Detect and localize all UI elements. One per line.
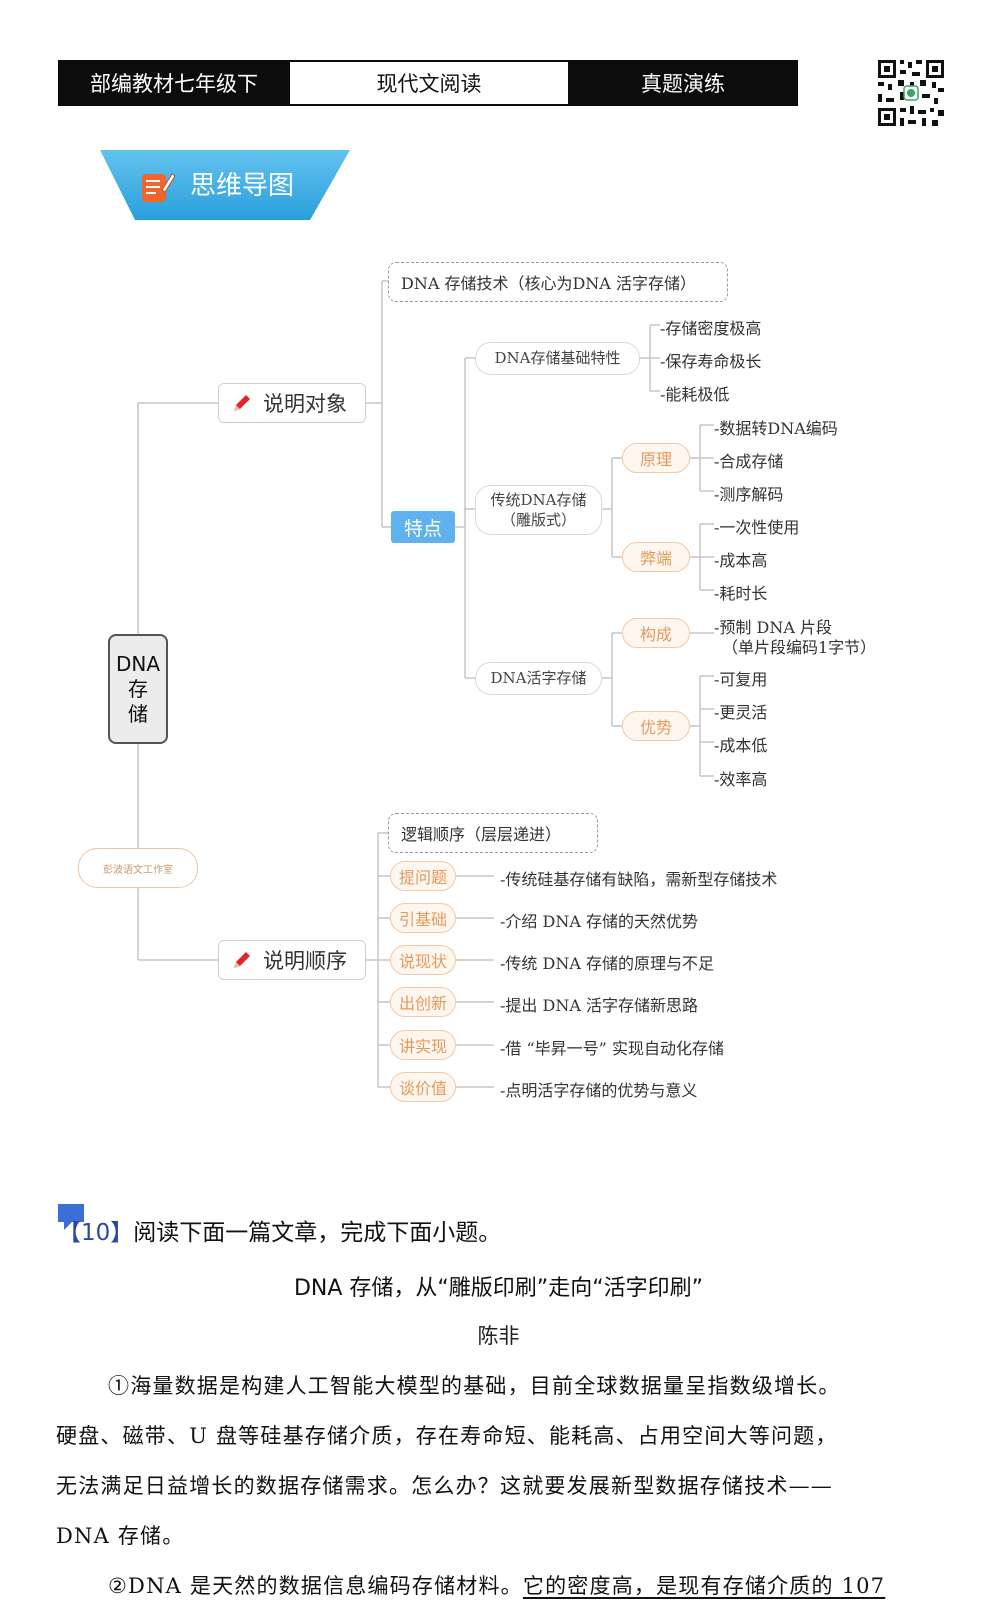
leaf-composition-1: -预制 DNA 片段 <box>714 618 832 637</box>
tag-advantages: 优势 <box>622 711 690 741</box>
tag-step-2: 引基础 <box>390 903 456 933</box>
leaf-basic-3: -能耗极低 <box>660 385 730 404</box>
step-1-text: -传统硅基存储有缺陷，需新型存储技术 <box>500 870 778 889</box>
mindmap-root: DNA 存 储 <box>108 634 168 744</box>
leaf-flaws-2: -成本高 <box>714 551 768 570</box>
paragraph-1-line-2: 硬盘、磁带、U 盘等硅基存储介质，存在寿命短、能耗高、占用空间大等问题， <box>56 1424 838 1448</box>
step-3-text: -传统 DNA 存储的原理与不足 <box>500 954 714 973</box>
paragraph-1-line-4: DNA 存储。 <box>56 1524 185 1548</box>
node-basic-features: DNA存储基础特性 <box>475 342 640 375</box>
node-traditional-dna: 传统DNA存储 （雕版式） <box>475 485 602 535</box>
step-4-text: -提出 DNA 活字存储新思路 <box>500 996 698 1015</box>
node-storage-tech: DNA 存储技术（核心为DNA 活字存储） <box>388 262 728 302</box>
question-number: 【10】 <box>58 1220 134 1246</box>
qr-code-icon <box>876 58 946 128</box>
step-5-text: -借 “毕昇一号” 实现自动化存储 <box>500 1039 724 1058</box>
node-explain-order-label: 说明顺序 <box>263 949 347 973</box>
paragraph-2-line-1: ②DNA 是天然的数据信息编码存储材料。它的密度高，是现有存储介质的 107 <box>108 1570 885 1600</box>
paragraph-2-underlined: 它的密度高，是现有存储介质的 107 <box>522 1574 886 1598</box>
header-section: 现代文阅读 <box>290 60 568 106</box>
leaf-adv-3: -成本低 <box>714 736 768 755</box>
paragraph-1-line-1: ①海量数据是构建人工智能大模型的基础，目前全球数据量呈指数级增长。 <box>108 1374 841 1398</box>
node-traditional-line-2: （雕版式） <box>500 511 576 529</box>
speech-bubble-icon <box>58 1204 84 1230</box>
header-practice: 真题演练 <box>568 60 798 106</box>
leaf-flaws-1: -一次性使用 <box>714 518 800 537</box>
leaf-adv-2: -更灵活 <box>714 703 768 722</box>
node-explain-order: 说明顺序 <box>218 940 366 980</box>
leaf-flaws-3: -耗时长 <box>714 584 768 603</box>
node-logic-order: 逻辑顺序（层层递进） <box>388 813 598 853</box>
tag-flaws: 弊端 <box>622 542 690 572</box>
pencil-icon <box>234 395 250 411</box>
tag-step-1: 提问题 <box>390 861 456 891</box>
mindmap-banner <box>100 150 350 220</box>
node-traditional-line-1: 传统DNA存储 <box>490 490 587 509</box>
leaf-adv-1: -可复用 <box>714 670 768 689</box>
studio-label: 彭波语文工作室 <box>78 848 198 888</box>
tag-composition: 构成 <box>622 618 690 648</box>
leaf-principle-2: -合成存储 <box>714 452 784 471</box>
tag-step-5: 讲实现 <box>390 1030 456 1060</box>
root-line-1: DNA <box>115 651 161 676</box>
step-2-text: -介绍 DNA 存储的天然优势 <box>500 912 698 931</box>
node-explain-object: 说明对象 <box>218 383 366 423</box>
leaf-principle-3: -测序解码 <box>714 485 784 504</box>
node-explain-object-label: 说明对象 <box>263 392 347 416</box>
header-grade: 部编教材七年级下 <box>58 60 290 106</box>
notebook-pencil-icon <box>142 173 176 202</box>
paragraph-1-line-3: 无法满足日益增长的数据存储需求。怎么办？这就要发展新型数据存储技术—— <box>56 1474 833 1498</box>
leaf-composition-2: （单片段编码1字节） <box>722 638 877 657</box>
mindmap-connectors <box>137 280 714 1088</box>
tag-step-4: 出创新 <box>390 987 456 1017</box>
article-author: 陈非 <box>477 1324 520 1348</box>
tag-principle: 原理 <box>622 443 690 473</box>
node-features: 特点 <box>391 511 455 543</box>
article-title: DNA 存储，从“雕版印刷”走向“活字印刷” <box>293 1276 704 1301</box>
leaf-basic-1: -存储密度极高 <box>660 319 762 338</box>
leaf-principle-1: -数据转DNA编码 <box>714 419 838 438</box>
mindmap-title: 思维导图 <box>190 171 295 201</box>
root-line-2: 存 <box>128 676 148 701</box>
question-prompt: 阅读下面一篇文章，完成下面小题。 <box>133 1220 502 1246</box>
step-6-text: -点明活字存储的优势与意义 <box>500 1081 698 1100</box>
root-line-3: 储 <box>128 701 148 726</box>
leaf-adv-4: -效率高 <box>714 770 768 789</box>
question-heading: 【10】阅读下面一篇文章，完成下面小题。 <box>58 1213 501 1247</box>
paragraph-2-plain: ②DNA 是天然的数据信息编码存储材料。 <box>108 1574 523 1598</box>
tag-step-6: 谈价值 <box>390 1072 456 1102</box>
node-movable-dna: DNA活字存储 <box>475 662 602 695</box>
leaf-basic-2: -保存寿命极长 <box>660 352 762 371</box>
pencil-icon <box>234 952 250 968</box>
tag-step-3: 说现状 <box>390 945 456 975</box>
